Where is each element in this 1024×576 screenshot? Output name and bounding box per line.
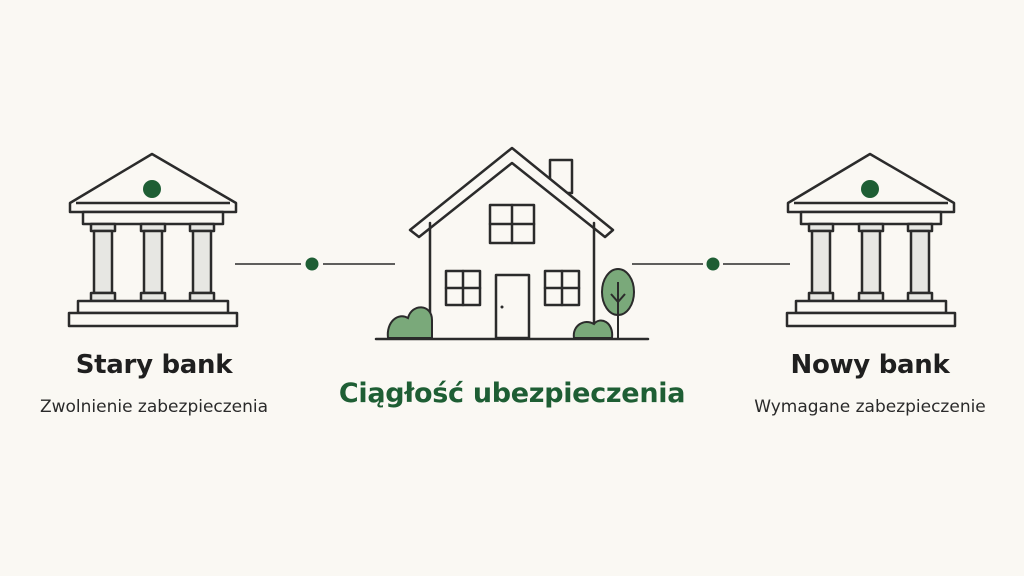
old-bank-subtitle: Zwolnienie zabezpieczenia bbox=[39, 397, 269, 417]
house-icon bbox=[408, 146, 615, 340]
new-bank-title: Nowy bank bbox=[790, 350, 950, 380]
tree-icon bbox=[601, 268, 635, 338]
left-bush bbox=[386, 306, 433, 339]
right-bush bbox=[572, 319, 614, 339]
new-bank-icon bbox=[785, 152, 957, 328]
right-connector bbox=[632, 257, 790, 271]
left-connector bbox=[235, 257, 395, 271]
old-bank-title: Stary bank bbox=[75, 350, 233, 380]
old-bank-icon bbox=[67, 152, 239, 328]
new-bank-subtitle: Wymagane zabezpieczenie bbox=[754, 397, 986, 417]
center-title: Ciągłość ubezpieczenia bbox=[338, 378, 686, 409]
